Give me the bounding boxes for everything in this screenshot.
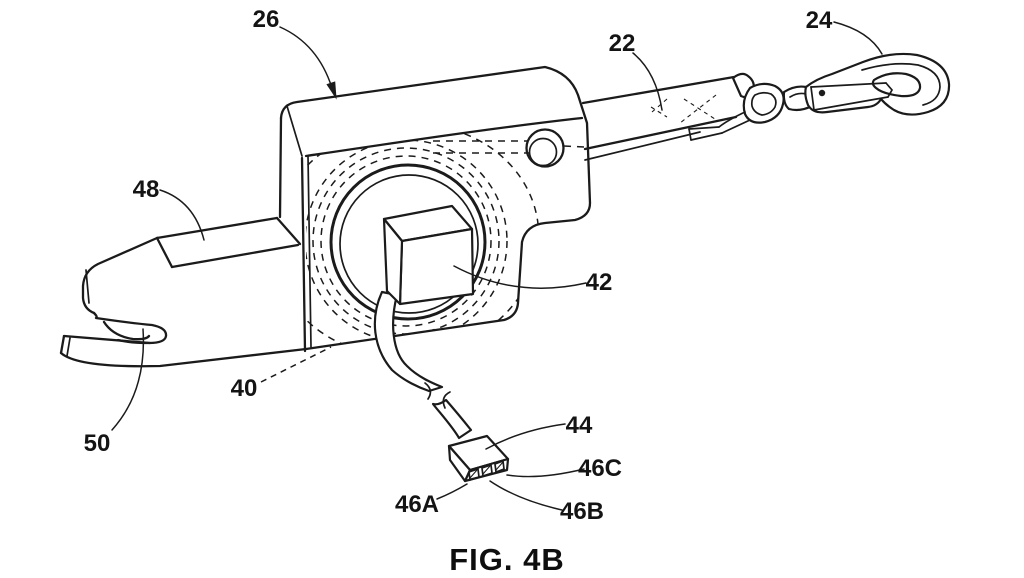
arm-front-top-edge: [170, 243, 300, 269]
housing-bore-circle: [329, 163, 487, 321]
boss-outer-circle: [525, 128, 565, 168]
leader-42: [453, 265, 587, 289]
label-46B: 46B: [560, 498, 604, 525]
label-40: 40: [231, 375, 258, 402]
pin-axis-hidden-line-right: [563, 145, 585, 148]
arm-crease-edge: [155, 236, 174, 269]
leader-26-arrowhead: [326, 81, 337, 100]
housing-front-top-edge: [304, 116, 584, 158]
adjuster-under-loop-1: [718, 111, 746, 128]
leader-44: [485, 423, 566, 450]
hook-eye-hole: [871, 72, 922, 98]
leader-46A: [436, 483, 468, 500]
strap-tail-end-cut: [688, 128, 692, 141]
label-24: 24: [806, 7, 833, 34]
cable-lower-segment: [431, 398, 473, 440]
leader-24: [833, 21, 883, 55]
connector-terminal-1: [468, 467, 480, 482]
label-50: 50: [84, 430, 111, 457]
label-46A: 46A: [395, 491, 439, 518]
housing-bore-rim: [339, 174, 479, 314]
housing-corner-chamfer: [286, 105, 303, 157]
figure-caption: FIG. 4B: [449, 542, 565, 577]
strap-bottom-edge: [583, 115, 738, 151]
label-22: 22: [609, 30, 636, 57]
wire-break-symbol-left: [424, 382, 432, 400]
hidden-spool-arc-2: [312, 147, 500, 335]
leader-22: [632, 52, 663, 111]
sensor-block-front-face: [398, 227, 475, 306]
hook-rivet: [818, 89, 826, 97]
label-48: 48: [133, 176, 160, 203]
housing-left-edge: [278, 116, 283, 219]
reference-numerals: 26 22 24 48 50 40 42 44 46C 46A 46B: [84, 6, 833, 525]
hook-loop-inner-line: [861, 62, 941, 106]
adjuster-under-loop-2: [721, 119, 751, 134]
sensor-block: [382, 204, 475, 306]
strap-top-edge: [581, 75, 736, 105]
connector-terminal-3: [494, 459, 505, 474]
retractor-housing: [278, 65, 592, 353]
lower-jaw-facet-inner: [66, 337, 71, 357]
label-44: 44: [566, 412, 593, 439]
sensor-cable: [373, 290, 473, 440]
leader-26: [279, 26, 333, 89]
strap-stitching: [650, 94, 719, 124]
adjuster-ring-inner: [750, 91, 777, 116]
cable-upper-segment: [373, 290, 444, 393]
leader-50: [111, 328, 145, 431]
arm-nose-outline: [81, 236, 159, 315]
housing-boss: [525, 128, 565, 168]
hook-latch-gate: [810, 82, 894, 111]
arm-bottom-edge: [59, 347, 308, 368]
label-42: 42: [586, 269, 613, 296]
housing-plate-edge: [300, 156, 307, 353]
latch-arm: [59, 216, 308, 368]
lower-jaw-left-facet: [59, 334, 66, 355]
leader-40-dashed: [260, 346, 332, 383]
leader-46C: [506, 468, 585, 478]
leader-48: [159, 189, 205, 241]
lower-jaw-top-edge: [62, 334, 152, 345]
strap-tail-bottom: [690, 132, 723, 141]
connector-terminal-2: [481, 463, 493, 478]
label-26: 26: [253, 6, 280, 33]
arm-nose-corner-line: [85, 269, 90, 304]
label-46C: 46C: [578, 455, 622, 482]
strap-webbing: [581, 75, 738, 161]
arm-top-right-chamfer: [275, 216, 302, 246]
hidden-spool-arc-1: [320, 155, 492, 327]
wire-break-symbol-right: [442, 391, 451, 409]
arm-top-outer-edge: [155, 216, 279, 240]
leader-46B: [489, 480, 563, 511]
leader-lines: [111, 21, 883, 511]
adjuster-ring-outer: [742, 82, 785, 124]
boss-inner-circle: [528, 137, 558, 167]
arm-tongue-curve: [102, 320, 151, 341]
connector-left-face: [447, 444, 472, 483]
strap-thickness-line: [584, 131, 701, 161]
sensor-block-left-face: [382, 217, 404, 306]
housing-outline: [279, 65, 592, 351]
housing-plate-edge-inner: [307, 155, 312, 348]
snap-hook: [804, 52, 951, 116]
strap-adjuster: [718, 72, 785, 134]
strap-tail-top: [688, 126, 720, 130]
